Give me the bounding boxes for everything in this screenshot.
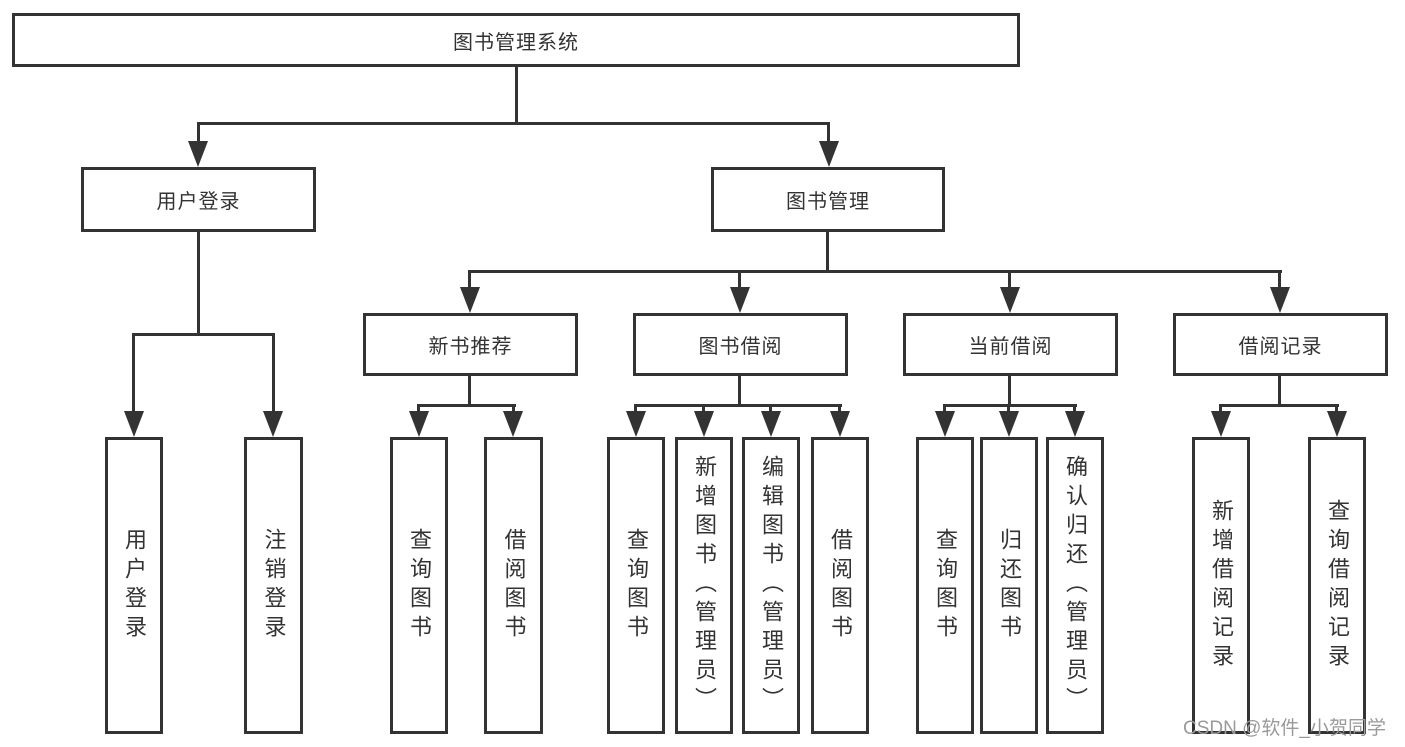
edge-current-hbar xyxy=(943,404,1077,407)
arrowhead-to-book-borrow xyxy=(730,287,750,313)
edge-records-hbar xyxy=(1219,404,1339,407)
arrowhead-current-leaf-1 xyxy=(935,411,955,437)
edge-newbook-hbar xyxy=(417,404,516,407)
arrowhead-to-borrow-records xyxy=(1270,287,1290,313)
arrowhead-current-leaf-2 xyxy=(999,411,1019,437)
node-leaf-borrow-books-recommend: 借阅图书 xyxy=(484,437,543,734)
edge-current-stub-3 xyxy=(1073,404,1076,416)
edge-root-vline xyxy=(515,67,518,124)
arrowhead-newbook-leaf-1 xyxy=(409,411,429,437)
edge-bookmgmt-arm-2 xyxy=(738,270,741,292)
node-leaf-add-books-admin: 新增图书（管理员） xyxy=(675,437,733,734)
node-label: 新增图书（管理员） xyxy=(692,455,717,716)
node-book-borrow: 图书借阅 xyxy=(633,313,848,376)
node-label: 查询图书 xyxy=(624,527,649,644)
arrowhead-current-leaf-3 xyxy=(1065,411,1085,437)
arrowhead-to-new-book xyxy=(460,287,480,313)
edge-bookmgmt-arm-1 xyxy=(468,270,471,292)
edge-current-stub-1 xyxy=(943,404,946,416)
node-current-borrow: 当前借阅 xyxy=(903,313,1118,376)
node-library-management-system: 图书管理系统 xyxy=(12,13,1020,67)
edge-bookmgmt-vline xyxy=(826,232,829,272)
node-label: 编辑图书（管理员） xyxy=(759,455,784,716)
edge-current-vline xyxy=(1008,376,1011,407)
node-user-login: 用户登录 xyxy=(81,167,316,232)
arrowhead-records-leaf-2 xyxy=(1327,411,1347,437)
node-label: 当前借阅 xyxy=(968,336,1053,358)
arrowhead-to-login-leaf xyxy=(124,411,144,437)
node-label: 用户登录 xyxy=(156,191,241,213)
node-borrow-records: 借阅记录 xyxy=(1173,313,1388,376)
node-new-book-recommend: 新书推荐 xyxy=(363,313,578,376)
arrowhead-records-leaf-1 xyxy=(1211,411,1231,437)
node-label: 图书管理 xyxy=(786,191,870,213)
csdn-watermark: CSDN @软件_小贺同学 xyxy=(1183,718,1386,739)
edge-current-stub-2 xyxy=(1007,404,1010,416)
arrowhead-to-user-login xyxy=(188,141,208,167)
edge-borrow-stub-4 xyxy=(838,404,841,416)
edge-records-stub-2 xyxy=(1335,404,1338,416)
edge-root-arm-right xyxy=(827,122,830,148)
node-leaf-user-login: 用户登录 xyxy=(105,437,163,734)
node-leaf-borrow-books: 借阅图书 xyxy=(811,437,869,734)
edge-records-stub-1 xyxy=(1219,404,1222,416)
edge-bookmgmt-hbar xyxy=(468,270,1282,273)
edge-userlogin-arm-left xyxy=(132,333,135,415)
node-label: 归还图书 xyxy=(997,527,1022,644)
node-leaf-add-borrow-record: 新增借阅记录 xyxy=(1192,437,1250,734)
node-label: 借阅记录 xyxy=(1238,336,1323,358)
node-label: 注销登录 xyxy=(261,527,287,644)
edge-newbook-stub-1 xyxy=(417,404,420,416)
edge-userlogin-vline xyxy=(197,232,200,336)
edge-borrow-vline xyxy=(738,376,741,407)
edge-records-vline xyxy=(1278,376,1281,407)
node-leaf-logout: 注销登录 xyxy=(244,437,303,734)
node-leaf-query-borrow-record: 查询借阅记录 xyxy=(1308,437,1366,734)
arrowhead-to-logout-leaf xyxy=(263,411,283,437)
arrowhead-to-book-management xyxy=(819,141,839,167)
edge-bookmgmt-arm-4 xyxy=(1278,270,1281,292)
arrowhead-borrow-leaf-1 xyxy=(626,411,646,437)
node-label: 借阅图书 xyxy=(501,527,527,644)
edge-newbook-vline xyxy=(468,376,471,407)
arrowhead-borrow-leaf-3 xyxy=(761,411,781,437)
node-label: 查询图书 xyxy=(933,527,958,644)
node-label: 图书借阅 xyxy=(698,336,783,358)
edge-borrow-stub-3 xyxy=(769,404,772,416)
arrowhead-borrow-leaf-4 xyxy=(830,411,850,437)
node-leaf-return-books: 归还图书 xyxy=(980,437,1038,734)
node-leaf-query-books: 查询图书 xyxy=(607,437,665,734)
edge-userlogin-arm-right xyxy=(272,333,275,415)
arrowhead-to-current-borrow xyxy=(1000,287,1020,313)
node-label: 查询借阅记录 xyxy=(1325,498,1350,673)
arrowhead-borrow-leaf-2 xyxy=(694,411,714,437)
edge-borrow-stub-2 xyxy=(702,404,705,416)
edge-userlogin-hbar xyxy=(132,333,275,336)
node-label: 新增借阅记录 xyxy=(1209,498,1234,673)
edge-root-hbar xyxy=(197,122,830,125)
node-label: 查询图书 xyxy=(407,527,432,644)
edge-borrow-hbar xyxy=(634,404,842,407)
node-leaf-edit-books-admin: 编辑图书（管理员） xyxy=(742,437,800,734)
node-leaf-query-books-current: 查询图书 xyxy=(916,437,974,734)
node-label: 用户登录 xyxy=(122,527,147,644)
edge-newbook-stub-2 xyxy=(512,404,515,416)
edge-root-arm-left xyxy=(197,122,200,148)
edge-bookmgmt-arm-3 xyxy=(1008,270,1011,292)
node-book-management: 图书管理 xyxy=(711,167,945,232)
node-leaf-confirm-return-admin: 确认归还（管理员） xyxy=(1046,437,1104,734)
arrowhead-newbook-leaf-2 xyxy=(503,411,523,437)
edge-borrow-stub-1 xyxy=(634,404,637,416)
node-label: 图书管理系统 xyxy=(453,31,579,54)
node-label: 确认归还（管理员） xyxy=(1063,455,1088,716)
node-label: 新书推荐 xyxy=(428,336,513,358)
node-label: 借阅图书 xyxy=(828,527,853,644)
node-leaf-query-books-recommend: 查询图书 xyxy=(390,437,448,734)
